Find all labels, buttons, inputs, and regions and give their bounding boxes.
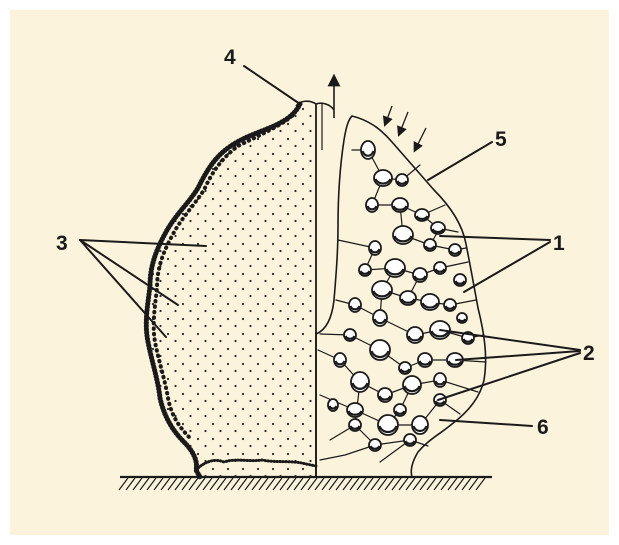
- chamber-hole: [431, 222, 445, 234]
- label-2: 2: [583, 342, 595, 365]
- label-5: 5: [495, 128, 507, 151]
- chamber-hole: [349, 298, 361, 312]
- chamber-hole: [457, 313, 467, 323]
- chamber-hole: [374, 170, 392, 186]
- chamber-hole: [369, 241, 381, 255]
- chamber-hole: [359, 264, 371, 276]
- chamber-hole: [334, 353, 346, 367]
- chamber-hole: [351, 372, 369, 392]
- chamber-hole: [347, 403, 363, 417]
- chamber-hole: [378, 415, 398, 435]
- chamber-hole: [407, 327, 423, 343]
- chamber-hole: [385, 259, 405, 277]
- label-6: 6: [537, 416, 549, 439]
- chamber-hole: [361, 141, 375, 159]
- chamber-hole: [404, 434, 416, 446]
- chamber-hole: [328, 399, 338, 411]
- chamber-hole: [399, 362, 411, 374]
- chamber-hole: [415, 209, 429, 221]
- chamber-hole: [400, 291, 416, 305]
- chamber-hole: [434, 262, 446, 274]
- chamber-hole: [349, 419, 361, 431]
- chamber-hole: [394, 404, 406, 416]
- chamber-hole: [373, 310, 387, 326]
- chamber-hole: [454, 274, 466, 286]
- chamber-hole: [396, 174, 408, 186]
- chamber-hole: [378, 388, 392, 402]
- label-1: 1: [553, 232, 565, 255]
- chamber-hole: [449, 244, 461, 256]
- chamber-hole: [421, 294, 439, 310]
- chamber-hole: [434, 373, 446, 387]
- chamber-hole: [393, 226, 413, 244]
- chamber-hole: [392, 198, 408, 212]
- chamber-hole: [369, 439, 381, 451]
- chamber-hole: [366, 198, 378, 212]
- chamber-hole: [344, 329, 356, 341]
- chamber-hole: [444, 299, 456, 311]
- label-3: 3: [56, 232, 68, 255]
- chamber-hole: [412, 416, 428, 434]
- chamber-hole: [424, 239, 436, 251]
- chamber-hole: [418, 353, 432, 367]
- chamber-hole: [370, 340, 390, 360]
- chamber-hole: [372, 281, 392, 299]
- chamber-hole: [413, 268, 427, 282]
- label-4: 4: [224, 46, 236, 69]
- chamber-hole: [403, 376, 421, 394]
